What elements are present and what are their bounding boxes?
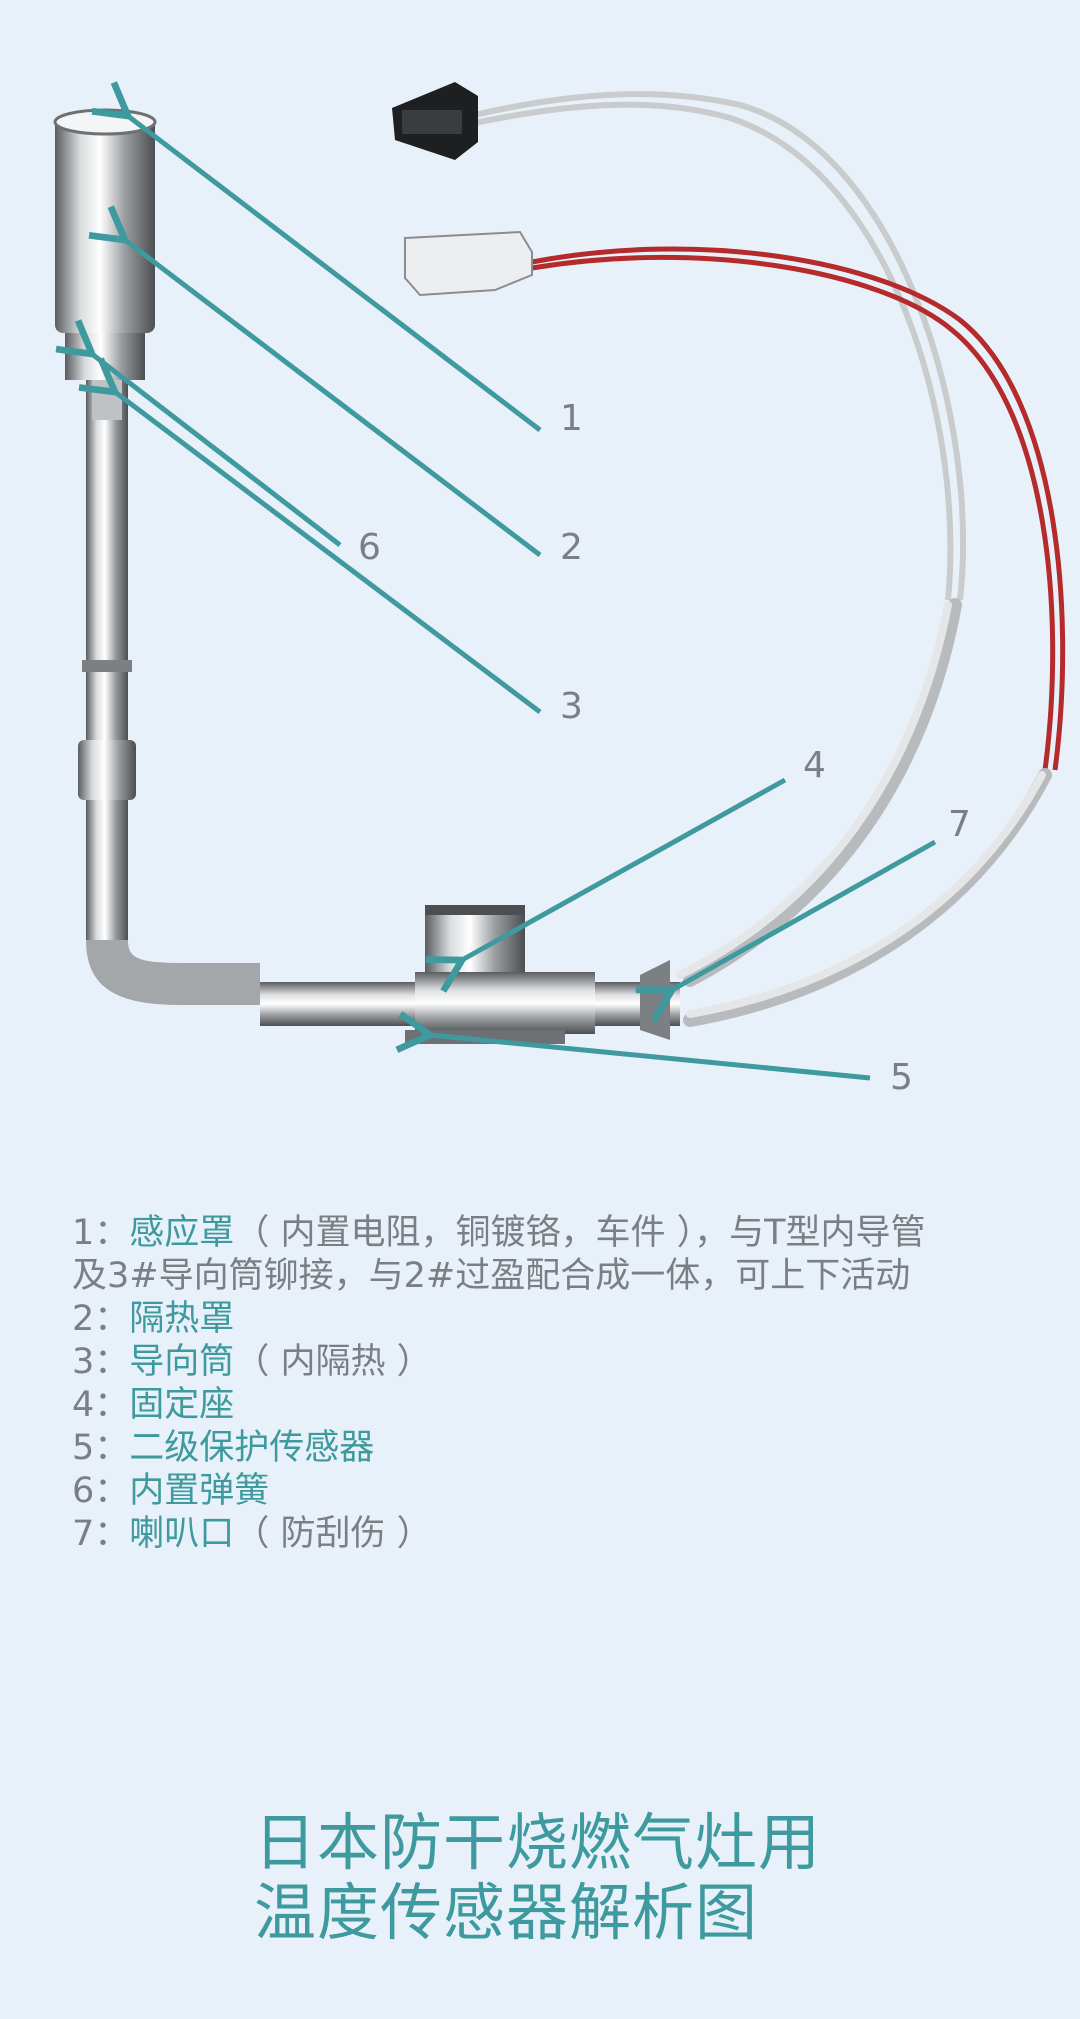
arrow-5 — [395, 1011, 871, 1081]
page-title: 日本防干烧燃气灶用 温度传感器解析图 — [254, 1808, 821, 1948]
gray-wires — [469, 91, 966, 601]
red-wires — [531, 246, 1066, 771]
arrow-3 — [78, 357, 542, 714]
callout-7-label: 7 — [948, 804, 971, 845]
wire-sheaths — [676, 598, 1052, 1027]
sensor-tube — [78, 380, 680, 1044]
legend-item: 2：隔热罩 — [72, 1299, 235, 1339]
callout-1-label: 1 — [560, 398, 583, 439]
sensor-diagram: 1 2 6 3 4 7 5 — [53, 81, 1066, 1098]
callout-arrows — [55, 81, 937, 1081]
sensing-cap — [53, 108, 157, 420]
callout-2-label: 2 — [560, 527, 583, 568]
callout-4-label: 4 — [803, 745, 826, 786]
sensor-illustration — [53, 81, 1066, 1081]
legend-item: 3：导向筒（ 内隔热 ） — [72, 1342, 432, 1382]
legend-item: 4：固定座 — [72, 1385, 235, 1425]
arrow-7 — [635, 839, 937, 1023]
arrow-1 — [91, 81, 542, 432]
callout-3-label: 3 — [560, 686, 583, 727]
title-line-2: 温度传感器解析图 — [254, 1876, 759, 1949]
arrow-6 — [55, 319, 342, 547]
legend-item: 6：内置弹簧 — [72, 1471, 270, 1511]
fixing-seat — [425, 905, 525, 972]
callout-5-label: 5 — [890, 1057, 913, 1098]
legend-item: 及3#导向筒铆接，与2#过盈配合成一体，可上下活动 — [72, 1256, 911, 1296]
legend-item: 5：二级保护传感器 — [72, 1428, 375, 1468]
legend-item: 7：喇叭口（ 防刮伤 ） — [72, 1514, 432, 1554]
title-line-1: 日本防干烧燃气灶用 — [254, 1806, 822, 1879]
legend-item: 1：感应罩（ 内置电阻，铜镀铬，车件 ），与T型内导管 — [72, 1213, 926, 1253]
arrow-4 — [425, 777, 787, 993]
black-connector — [392, 82, 478, 160]
arrow-2 — [88, 205, 542, 557]
callout-6-label: 6 — [358, 527, 381, 568]
parts-legend: 1：感应罩（ 内置电阻，铜镀铬，车件 ），与T型内导管 及3#导向筒铆接，与2#… — [72, 1212, 1032, 1556]
white-terminal — [404, 230, 533, 297]
